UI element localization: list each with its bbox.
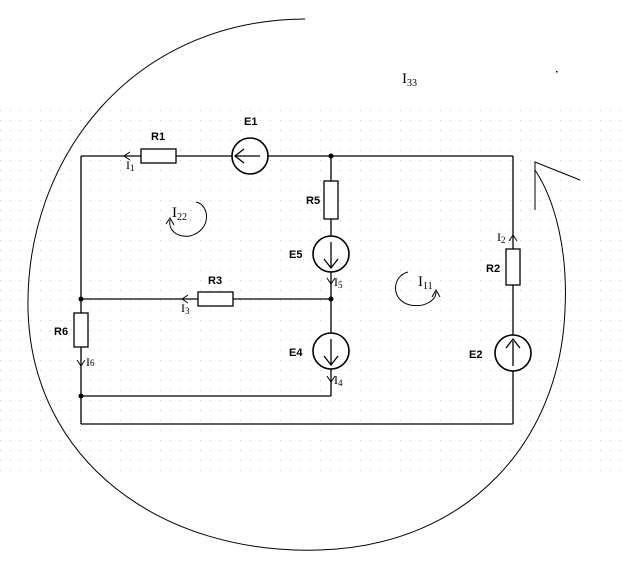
source-e2-label: E2 <box>469 349 482 361</box>
junction-mid <box>328 296 334 302</box>
current-i6-arrow <box>76 359 86 367</box>
junction-left-bottom <box>78 393 84 399</box>
resistor-r2 <box>505 248 521 286</box>
loop-i33-label: I33 <box>402 71 417 89</box>
source-e5-label: E5 <box>289 249 302 261</box>
current-i1-label: I1 <box>126 158 135 173</box>
loop-i33-arrowhead <box>534 161 581 210</box>
resistor-r6 <box>73 312 89 348</box>
loop-i33-arc <box>27 18 566 551</box>
source-e5-arrowhead <box>323 258 339 270</box>
junction-left-mid <box>78 296 84 302</box>
source-e2-arrowhead <box>505 337 521 349</box>
loop-i11-label: I11 <box>418 274 433 292</box>
current-i2-label: I2 <box>497 230 506 245</box>
grid-background <box>0 102 628 472</box>
loop-i11-arrowhead <box>431 288 441 298</box>
loop-i22-arc <box>169 201 207 237</box>
source-e4-label: E4 <box>289 347 303 359</box>
source-e1-arrowhead <box>233 148 245 164</box>
resistor-r3 <box>197 291 234 307</box>
current-i4-arrow <box>326 375 336 383</box>
current-i1-arrow <box>123 151 131 161</box>
current-i3-label: I3 <box>181 301 190 316</box>
resistor-r6-label: R6 <box>54 326 68 338</box>
stray-dot <box>556 71 558 73</box>
current-i6-label: I6 <box>86 355 95 369</box>
resistor-r5-label: R5 <box>306 195 320 207</box>
current-i5-label: I5 <box>334 275 343 290</box>
loop-i22-arrowhead <box>165 217 175 226</box>
current-i4-label: I4 <box>334 373 343 388</box>
resistor-r1-label: R1 <box>151 131 165 143</box>
loop-i22-label: I22 <box>172 205 187 223</box>
resistor-r5 <box>323 180 339 220</box>
source-e1-label: E1 <box>244 116 257 128</box>
resistor-r3-label: R3 <box>208 275 222 287</box>
current-i5-arrow <box>326 277 336 285</box>
resistor-r2-label: R2 <box>486 263 500 275</box>
source-e4-arrowhead <box>323 355 339 367</box>
resistor-r1 <box>140 148 177 164</box>
current-i3-arrow <box>181 294 189 304</box>
current-i2-arrow <box>508 234 518 242</box>
junction-top <box>328 153 334 159</box>
loop-i11-arc <box>395 271 437 307</box>
